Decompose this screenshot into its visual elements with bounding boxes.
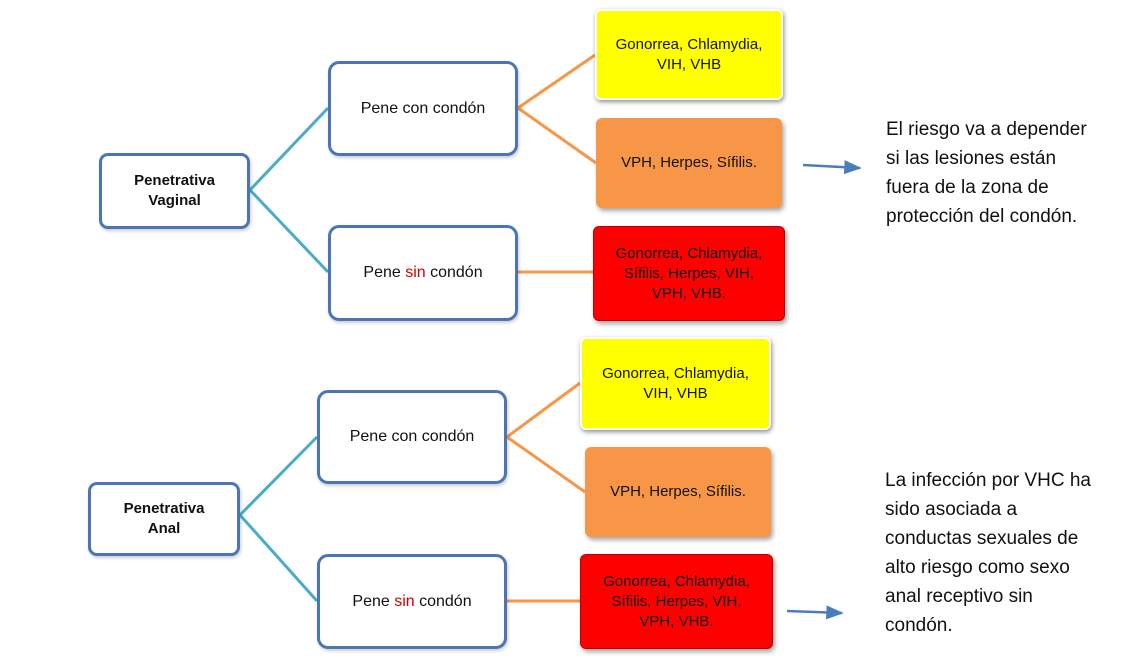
note-anal-vhc: La infección por VHC ha sido asociada a … (885, 470, 1091, 636)
highlight-sin: sin (394, 592, 415, 610)
root-penetrativa-vaginal: Penetrativa Vaginal (99, 153, 250, 229)
leaf-yellow-sti: Gonorrea, Chlamydia, VIH, VHB (595, 9, 783, 100)
connector-anal-with-to-yellow (506, 381, 581, 439)
connector-anal-to-with (238, 435, 319, 517)
node-pene-sin-condon: Pene sin condón (328, 225, 518, 321)
node-label: Pene con condón (360, 99, 486, 117)
connector-with-to-yellow (517, 53, 596, 110)
connector-with-to-orange (517, 106, 597, 165)
highlight-sin: sin (405, 264, 426, 281)
arrow-anal-note (786, 605, 844, 620)
root-penetrativa-anal: Penetrativa Anal (88, 482, 240, 556)
node-label: Pene sin condón (363, 264, 483, 281)
root-line-1: Penetrativa (123, 500, 205, 517)
connector-anal-to-without (238, 513, 319, 603)
node-label: Pene sin condón (352, 592, 472, 610)
root-line-2: Vaginal (148, 192, 201, 209)
node-pene-con-condon: Pene con condón (328, 61, 518, 156)
note-vaginal-risk: El riesgo va a depender si las lesiones … (886, 119, 1087, 227)
connector-vaginal-to-without (248, 188, 330, 274)
connector-anal-with-to-orange (506, 435, 586, 494)
connector-vaginal-to-with (248, 106, 330, 192)
root-line-2: Anal (147, 520, 181, 537)
arrow-vaginal-note (802, 160, 862, 175)
leaf-orange-sti-anal: VPH, Herpes, Sífilis. (585, 447, 771, 537)
node-label: Pene con condón (349, 428, 475, 445)
root-line-1: Penetrativa (134, 172, 215, 189)
leaf-orange-sti: VPH, Herpes, Sífilis. (596, 118, 782, 208)
leaf-yellow-sti-anal: Gonorrea, Chlamydia, VIH, VHB (580, 337, 771, 430)
node-pene-sin-condon-anal: Pene sin condón (317, 554, 507, 649)
leaf-red-sti-anal: Gonorrea, Chlamydia, Sífilis, Herpes, VI… (580, 554, 773, 649)
leaf-red-sti: Gonorrea, Chlamydia, Sífilis, Herpes, VI… (593, 226, 785, 321)
node-pene-con-condon-anal: Pene con condón (317, 390, 507, 484)
